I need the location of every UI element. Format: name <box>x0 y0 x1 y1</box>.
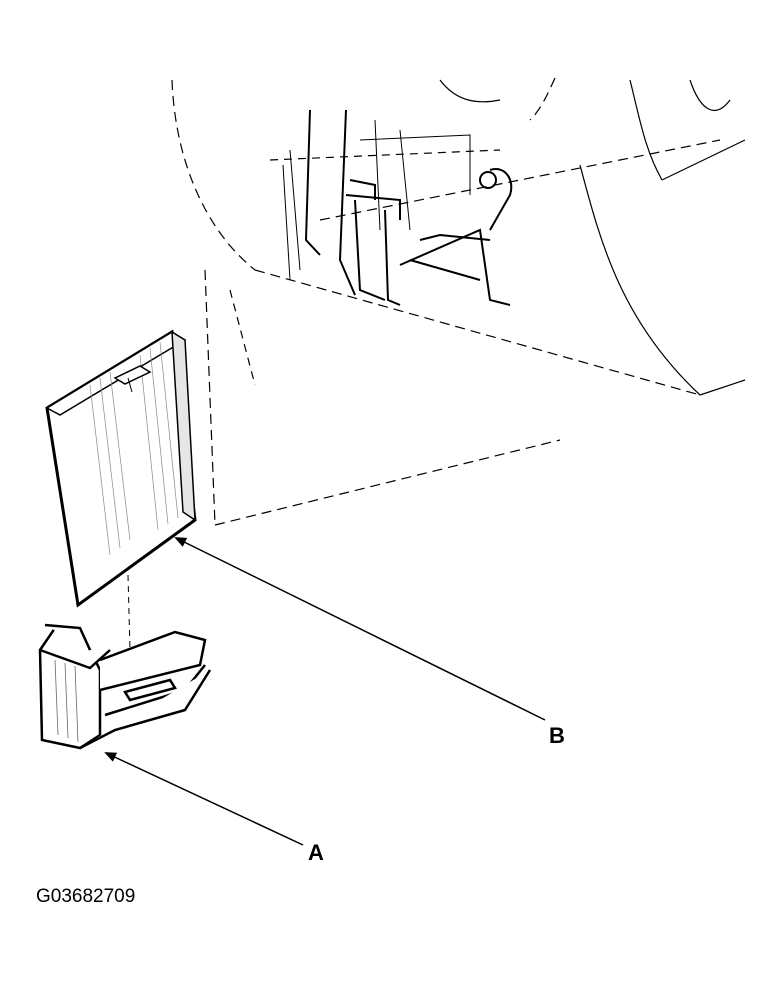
leader-arrow-a <box>104 752 304 846</box>
guide-line <box>127 574 131 651</box>
installed-housing-detail <box>282 119 471 281</box>
figure-id: G03682709 <box>36 886 136 907</box>
installed-housing <box>304 109 513 306</box>
filter-holder <box>38 623 212 750</box>
leader-arrow-b <box>174 537 546 721</box>
cabin-filter-element <box>45 329 197 608</box>
filter-holder-shading <box>54 659 79 743</box>
callout-label-b: B <box>549 723 565 748</box>
callout-label-a: A <box>308 840 324 865</box>
dashboard-outline <box>171 77 746 526</box>
